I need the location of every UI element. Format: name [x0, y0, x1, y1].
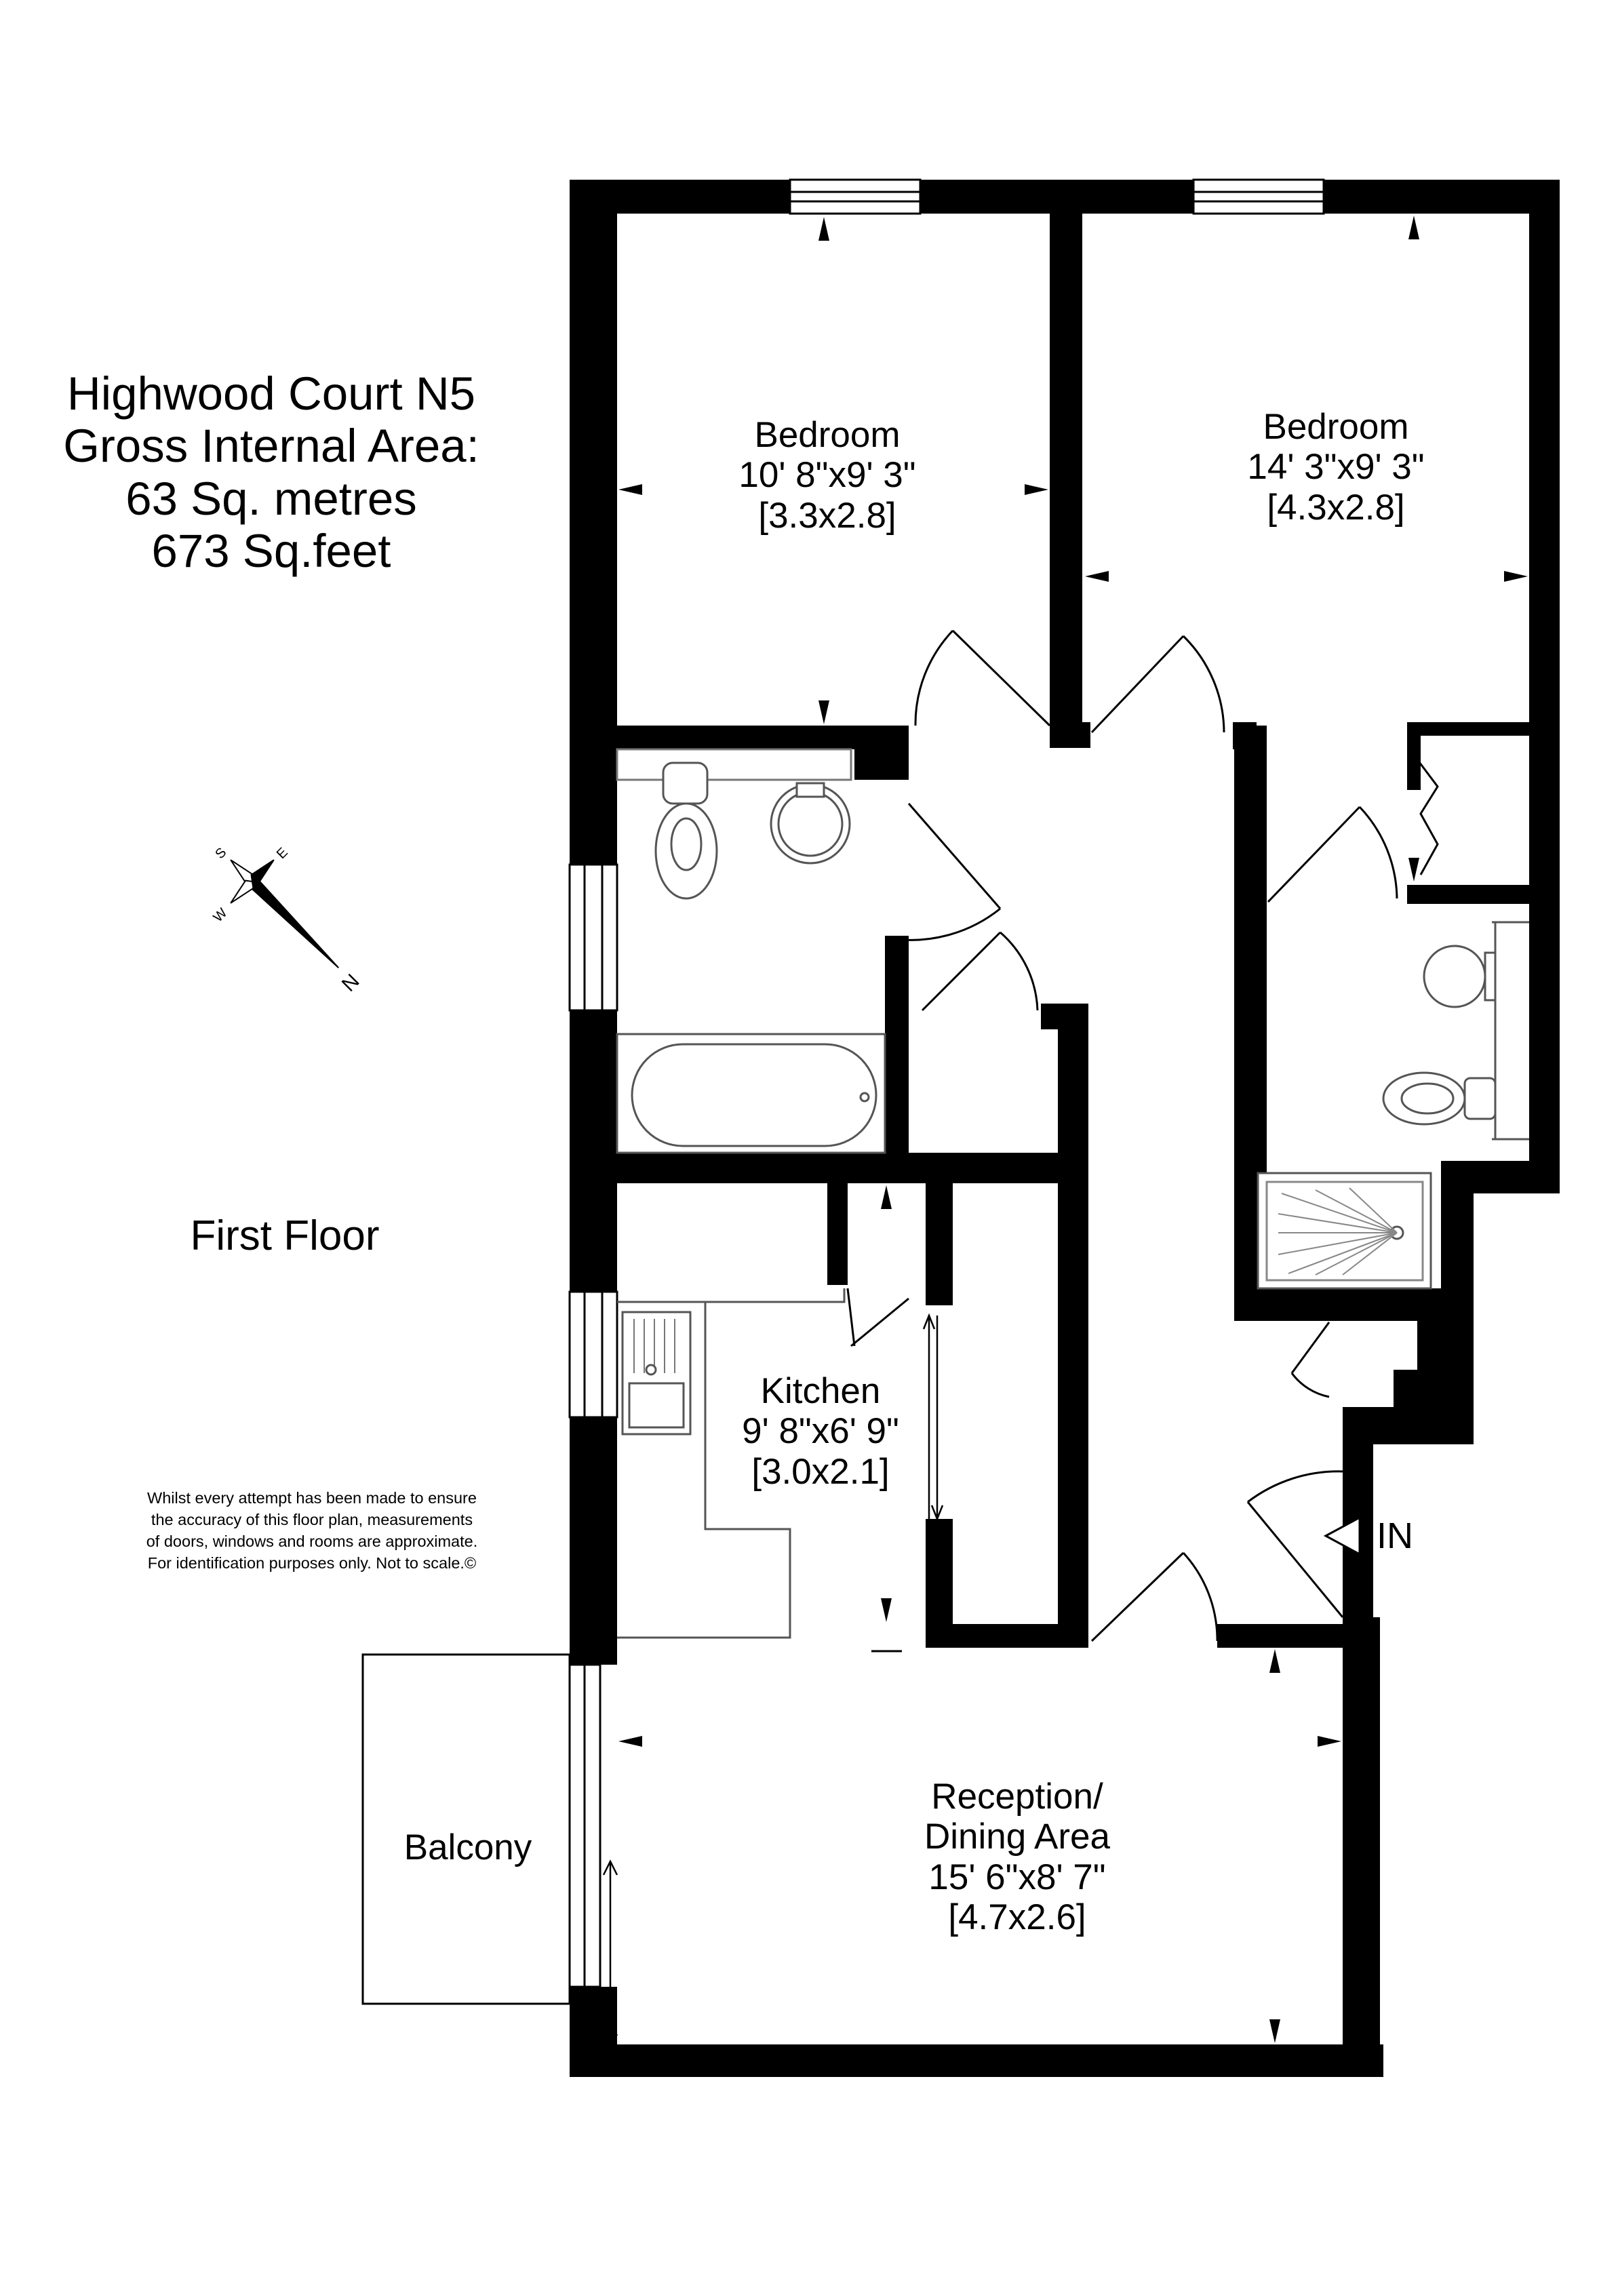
- room-metric: [3.3x2.8]: [758, 495, 896, 536]
- room-imperial: 9' 8"x6' 9": [742, 1411, 899, 1452]
- sliding-door-markers: [602, 1313, 944, 2050]
- compass-n: N: [338, 970, 364, 996]
- room-metric: [3.0x2.1]: [751, 1451, 890, 1492]
- kitchen-worktop: [617, 1288, 846, 1303]
- compass-w: W: [210, 905, 230, 925]
- room-kitchen: Kitchen 9' 8"x6' 9" [3.0x2.1]: [705, 1371, 936, 1492]
- disclaimer: Whilst every attempt has been made to en…: [108, 1488, 515, 1575]
- room-imperial: 14' 3"x9' 3": [1247, 447, 1425, 488]
- toilet-fixture: [662, 761, 709, 805]
- entrance-label: IN: [1377, 1516, 1413, 1556]
- area-imperial: 673 Sq.feet: [151, 524, 391, 577]
- room-name: Reception/: [931, 1777, 1103, 1817]
- room-metric: [4.7x2.6]: [948, 1897, 1086, 1938]
- compass-e: E: [274, 845, 291, 862]
- room-balcony: Balcony: [403, 1827, 532, 1867]
- floor-label: First Floor: [190, 1212, 380, 1259]
- room-name: Bedroom: [754, 415, 901, 455]
- property-info: Highwood Court N5 Gross Internal Area: 6…: [27, 368, 515, 577]
- compass-icon: N S W E: [210, 845, 364, 996]
- ensuite-basin-fixture: [1423, 945, 1486, 1008]
- windows: [568, 178, 1325, 1988]
- property-name: Highwood Court N5: [66, 368, 476, 420]
- balcony-outline: [361, 1653, 571, 2005]
- disclaimer-line: Whilst every attempt has been made to en…: [147, 1489, 477, 1507]
- compass-s: S: [212, 845, 229, 862]
- fixtures: [616, 748, 1529, 1639]
- entrance-arrow-icon: [1323, 1516, 1361, 1556]
- room-name-2: Dining Area: [924, 1817, 1110, 1857]
- room-bedroom-1: Bedroom 10' 8"x9' 3" [3.3x2.8]: [692, 415, 963, 536]
- room-reception: Reception/ Dining Area 15' 6"x8' 7" [4.7…: [882, 1777, 1153, 1937]
- room-name: Kitchen: [760, 1371, 881, 1411]
- area-metric: 63 Sq. metres: [125, 472, 417, 525]
- disclaimer-line: For identification purposes only. Not to…: [147, 1553, 477, 1572]
- dimension-arrows: [618, 216, 1528, 2043]
- shower-spray: [1278, 1187, 1398, 1275]
- room-name: Bedroom: [1263, 407, 1409, 447]
- room-bedroom-2: Bedroom 14' 3"x9' 3" [4.3x2.8]: [1200, 407, 1472, 528]
- doors: [846, 629, 1439, 1642]
- area-label: Gross Internal Area:: [63, 420, 479, 473]
- disclaimer-line: of doors, windows and rooms are approxim…: [146, 1532, 478, 1550]
- disclaimer-line: the accuracy of this floor plan, measure…: [151, 1510, 473, 1528]
- internal-walls: [610, 203, 1560, 1648]
- room-metric: [4.3x2.8]: [1267, 487, 1405, 528]
- room-imperial: 15' 6"x8' 7": [928, 1857, 1106, 1897]
- room-imperial: 10' 8"x9' 3": [738, 455, 916, 496]
